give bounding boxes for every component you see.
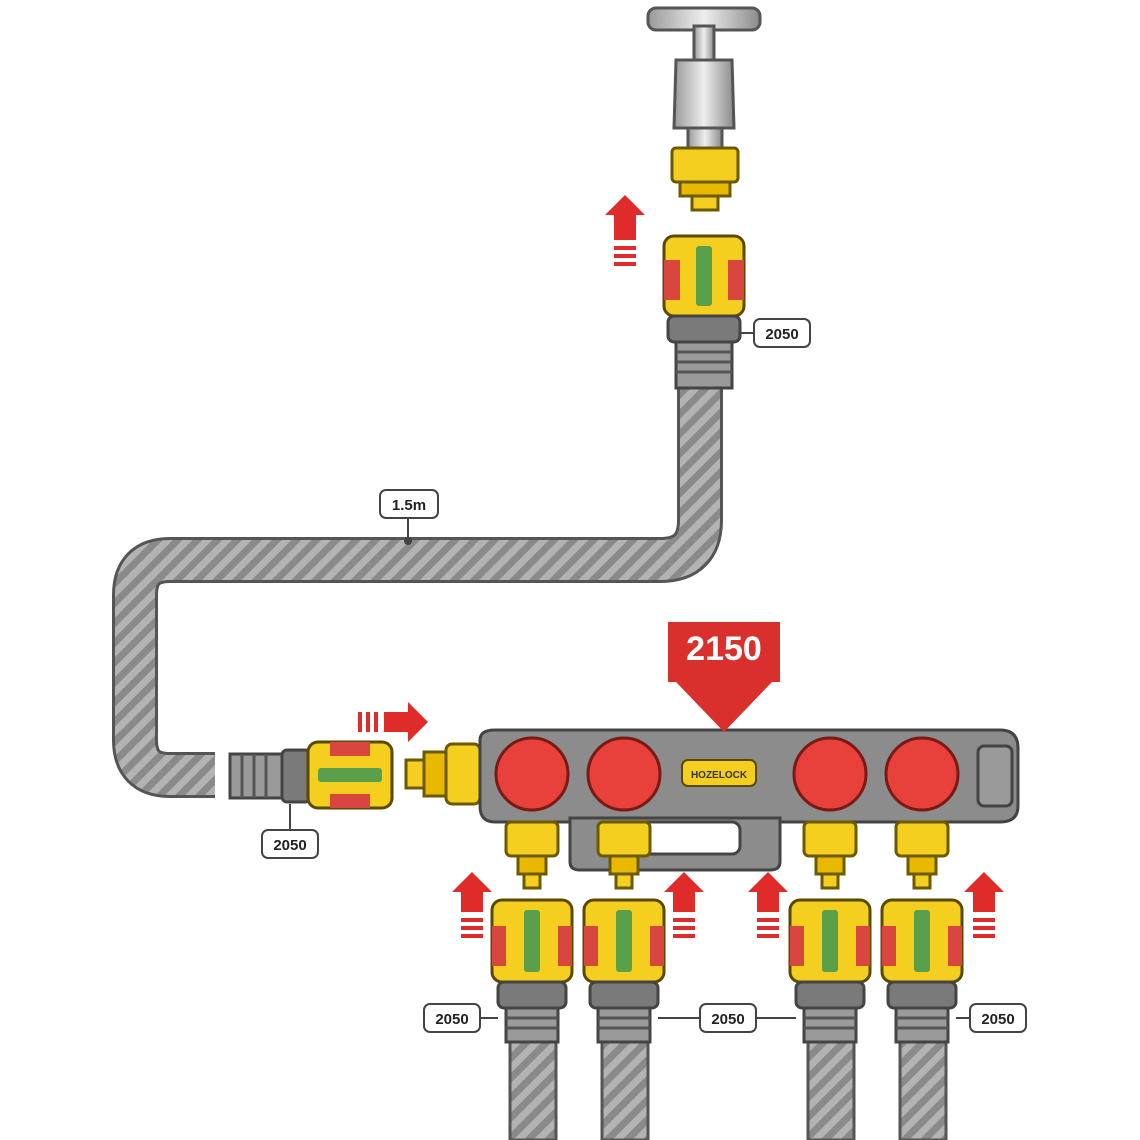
push-arrow-icon xyxy=(452,872,492,938)
outlet-mid-label: 2050 xyxy=(658,1003,796,1033)
garden-hose xyxy=(112,385,723,798)
push-arrow-icon xyxy=(748,872,788,938)
outlet-hose-connectors xyxy=(490,898,964,1044)
tap-hose-connector xyxy=(662,234,746,390)
push-arrow-icon xyxy=(964,872,1004,938)
hose-length-label: 1.5m xyxy=(392,497,426,514)
outlet-left-label: 2050 xyxy=(423,1003,498,1033)
outlet-adaptors xyxy=(504,820,950,890)
inlet-connector-label: 2050 xyxy=(261,804,319,859)
outdoor-tap-icon xyxy=(646,6,762,152)
hose-length-callout: 1.5m xyxy=(379,489,439,545)
tap-connector-part-number: 2050 xyxy=(765,326,798,343)
outlet-hoses xyxy=(508,1038,948,1140)
manifold-inlet-adaptor xyxy=(404,742,482,806)
manifold-callout-arrow: 2150 xyxy=(668,622,780,732)
outlet-left-part-number: 2050 xyxy=(435,1011,468,1028)
valve-knob-icon xyxy=(494,736,960,812)
tap-connector-label: 2050 xyxy=(740,318,811,348)
manifold-part-number: 2150 xyxy=(686,630,762,668)
outlet-right-label: 2050 xyxy=(956,1003,1027,1033)
brand-logo: HOZELOCK xyxy=(691,770,748,781)
tap-adaptor xyxy=(670,146,740,212)
push-arrow-icon xyxy=(605,195,645,266)
push-arrow-icon xyxy=(664,872,704,938)
push-arrow-icon xyxy=(358,702,428,742)
inlet-hose-connector xyxy=(228,740,394,810)
outlet-right-part-number: 2050 xyxy=(981,1011,1014,1028)
outlet-mid-part-number: 2050 xyxy=(711,1011,744,1028)
inlet-connector-part-number: 2050 xyxy=(273,837,306,854)
